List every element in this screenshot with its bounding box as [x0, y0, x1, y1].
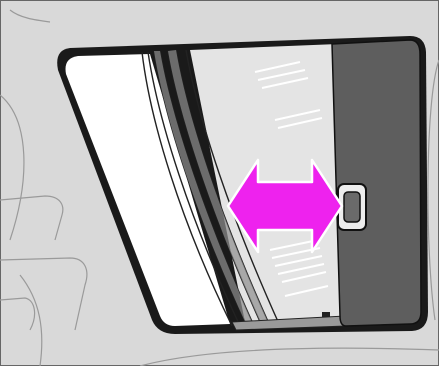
rail-stop: [322, 312, 330, 317]
